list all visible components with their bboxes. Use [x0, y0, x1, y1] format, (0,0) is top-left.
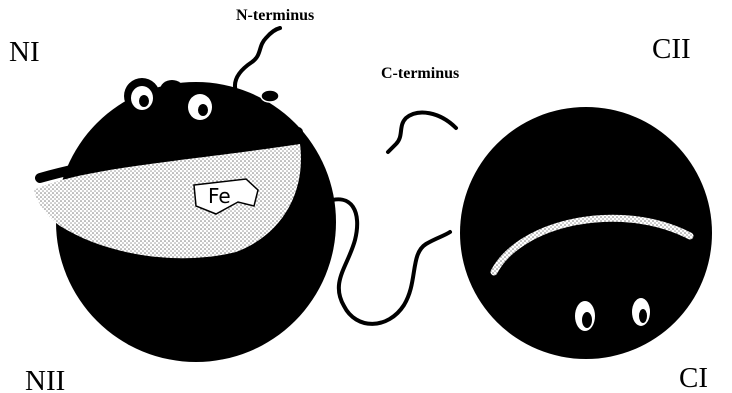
- interlobe-linker-chain: [326, 199, 450, 323]
- n-terminus-chain: [235, 28, 280, 92]
- n-lobe-bump: [160, 80, 184, 100]
- n-terminus-label: N-terminus: [236, 8, 314, 24]
- fe-label: Fe: [208, 184, 231, 208]
- n-lobe: [34, 78, 336, 362]
- lobe-label-ci: CI: [679, 364, 708, 393]
- n-lobe-pupil-left: [139, 95, 149, 107]
- c-terminus-chain: [388, 113, 456, 152]
- c-lobe-pupil-right: [639, 309, 647, 323]
- lobe-label-ni: NI: [9, 38, 40, 67]
- c-terminus-label: C-terminus: [381, 66, 459, 82]
- lobe-label-nii: NII: [25, 367, 65, 393]
- c-lobe-pupil-left: [582, 312, 592, 328]
- n-lobe-pupil-right: [198, 104, 208, 116]
- n-lobe-nostril: [261, 90, 279, 102]
- c-lobe: [460, 107, 712, 359]
- lobe-label-cii: CII: [652, 35, 691, 64]
